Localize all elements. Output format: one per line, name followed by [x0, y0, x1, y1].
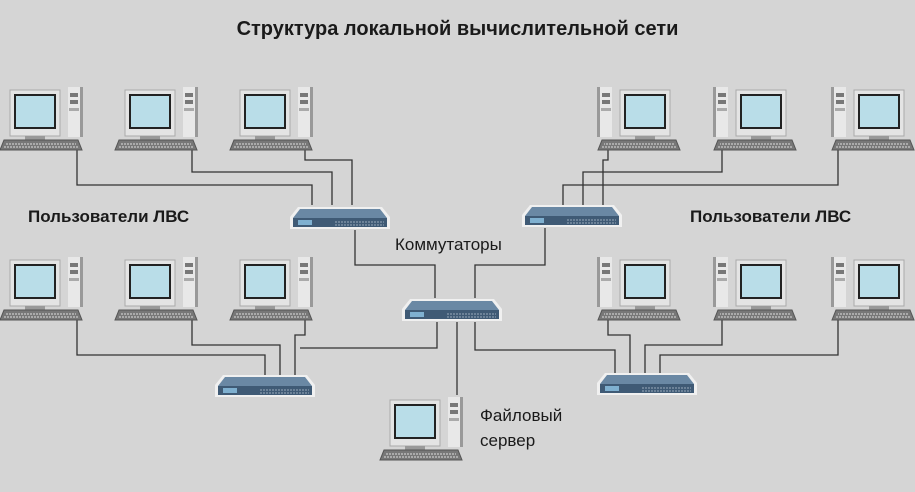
- switch-bottom-left: [214, 374, 316, 398]
- user-computer: [713, 257, 796, 320]
- file-server-label-2: сервер: [480, 431, 536, 450]
- user-computer: [597, 257, 680, 320]
- user-computer: [597, 87, 680, 150]
- file-server-computer: [379, 396, 464, 461]
- users-label-left: Пользователи ЛВС: [28, 207, 190, 226]
- user-computer: [229, 256, 314, 321]
- user-computer: [831, 87, 914, 150]
- user-computer: [114, 256, 199, 321]
- switch-top-right: [521, 204, 623, 228]
- user-computer: [0, 86, 84, 151]
- user-computer: [0, 256, 84, 321]
- user-computer: [831, 257, 914, 320]
- switch-core: [401, 298, 503, 322]
- cables: [76, 147, 839, 395]
- switches-label: Коммутаторы: [395, 235, 502, 254]
- diagram-title: Структура локальной вычислительной сети: [236, 18, 679, 40]
- user-computer: [114, 86, 199, 151]
- users-label-right: Пользователи ЛВС: [690, 207, 852, 226]
- switch-top-left: [289, 206, 391, 230]
- user-computer: [713, 87, 796, 150]
- switch-bottom-right: [596, 372, 698, 396]
- file-server-label-1: Файловый: [480, 406, 563, 425]
- user-computer: [229, 86, 314, 151]
